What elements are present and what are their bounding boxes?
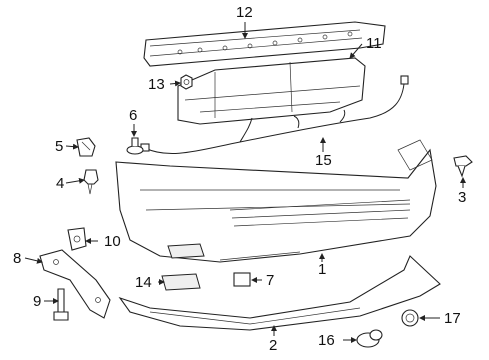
callout-13: 13: [148, 76, 165, 93]
callout-5: 5: [55, 138, 64, 155]
part-8-side-bracket: [39, 249, 111, 319]
part-5-clip: [76, 137, 96, 157]
callout-4: 4: [56, 175, 65, 192]
callout-6: 6: [129, 107, 138, 124]
callout-17: 17: [444, 310, 461, 327]
part-9-bolt: [53, 288, 69, 321]
part-2-lower-valance: [118, 255, 441, 331]
callout-15: 15: [315, 152, 332, 169]
part-12-reinforcement-bar: [143, 21, 386, 67]
part-14-reflector: [161, 273, 201, 291]
part-13-nut: [180, 74, 193, 90]
callout-11: 11: [366, 35, 382, 52]
callout-7: 7: [266, 272, 275, 289]
callout-14: 14: [135, 274, 152, 291]
callout-16: 16: [318, 332, 335, 349]
callout-8: 8: [13, 250, 22, 267]
part-3-fastener: [453, 155, 473, 178]
part-6-push-pin: [126, 137, 144, 155]
leader-lines: [24, 22, 466, 343]
callout-12: 12: [236, 4, 253, 21]
callout-1: 1: [318, 261, 327, 278]
part-11-energy-absorber: [177, 57, 366, 125]
part-10-bracket: [67, 227, 87, 251]
part-15-wiring-harness: [140, 75, 409, 155]
callout-10: 10: [104, 233, 121, 250]
callout-2: 2: [269, 337, 278, 354]
part-16-park-sensor: [356, 329, 383, 348]
part-4-fastener: [83, 169, 99, 195]
part-1-bumper-fascia: [115, 139, 437, 263]
part-7-pad: [233, 272, 251, 287]
part-17-sensor-retainer: [401, 309, 419, 327]
callout-3: 3: [458, 189, 467, 206]
callout-9: 9: [33, 293, 42, 310]
